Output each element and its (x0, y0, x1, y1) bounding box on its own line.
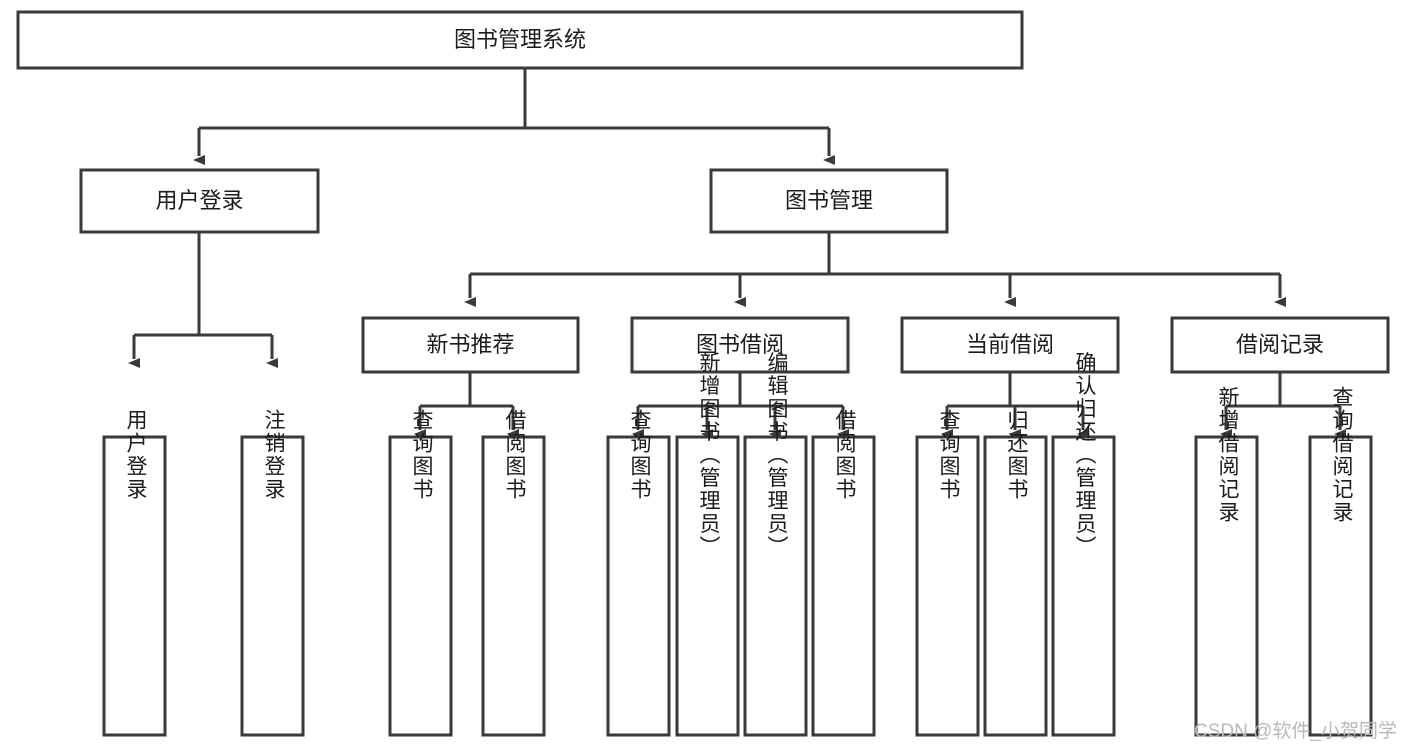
node-box-leaf-edit-book (743, 435, 808, 737)
connector-layer (128, 68, 1346, 439)
node-user-login[interactable]: 用户登录 (79, 168, 320, 234)
node-label-leaf-borrow-book-rec: 借阅图书 (503, 409, 527, 501)
node-box-leaf-query-book-rec (388, 435, 453, 737)
node-new-book-recommend[interactable]: 新书推荐 (361, 316, 580, 374)
node-label-user-login: 用户登录 (155, 188, 243, 213)
node-root[interactable]: 图书管理系统 (16, 10, 1024, 70)
node-box-leaf-borrow-book-rec (481, 435, 546, 737)
node-box-leaf-add-record (1194, 435, 1259, 737)
node-box-leaf-query-book-borrow (606, 435, 671, 737)
watermark: CSDN @软件_小贺同学 (1194, 721, 1397, 742)
node-box-current-borrow (900, 316, 1120, 374)
node-leaf-query-record[interactable]: 查询借阅记录 (1308, 386, 1373, 737)
node-box-leaf-logout (240, 435, 305, 737)
node-label-leaf-confirm-return: 确认归还（管理员） (1073, 352, 1097, 559)
node-label-leaf-logout: 注销登录 (262, 409, 286, 501)
node-label-current-borrow: 当前借阅 (966, 332, 1054, 357)
node-leaf-confirm-return[interactable]: 确认归还（管理员） (1051, 352, 1116, 737)
node-label-leaf-query-record: 查询借阅记录 (1330, 386, 1354, 524)
node-box-root (16, 10, 1024, 70)
node-leaf-return-book[interactable]: 归还图书 (983, 409, 1048, 737)
node-box-leaf-borrow-book (811, 435, 876, 737)
node-book-manage[interactable]: 图书管理 (709, 168, 949, 234)
node-label-leaf-query-book-cur: 查询图书 (937, 409, 961, 501)
node-box-user-login (79, 168, 320, 234)
node-leaf-query-book-rec[interactable]: 查询图书 (388, 409, 453, 737)
node-label-leaf-query-book-borrow: 查询图书 (628, 409, 652, 501)
node-label-book-manage: 图书管理 (785, 188, 873, 213)
node-box-leaf-confirm-return (1051, 435, 1116, 737)
node-label-leaf-edit-book: 编辑图书（管理员） (765, 352, 789, 559)
node-label-root: 图书管理系统 (454, 27, 586, 52)
node-leaf-edit-book[interactable]: 编辑图书（管理员） (743, 352, 808, 737)
node-book-borrow[interactable]: 图书借阅 (630, 316, 850, 374)
node-box-new-book-recommend (361, 316, 580, 374)
node-label-leaf-return-book: 归还图书 (1005, 409, 1029, 501)
node-leaf-add-book[interactable]: 新增图书（管理员） (675, 352, 740, 737)
node-box-leaf-query-record (1308, 435, 1373, 737)
node-leaf-logout[interactable]: 注销登录 (240, 409, 305, 737)
node-borrow-record[interactable]: 借阅记录 (1170, 316, 1390, 374)
node-box-leaf-query-book-cur (915, 435, 980, 737)
node-box-leaf-add-book (675, 435, 740, 737)
node-label-leaf-query-book-rec: 查询图书 (410, 409, 434, 501)
node-label-leaf-user-login: 用户登录 (124, 409, 148, 501)
node-current-borrow[interactable]: 当前借阅 (900, 316, 1120, 374)
node-label-borrow-record: 借阅记录 (1236, 332, 1324, 357)
node-box-book-manage (709, 168, 949, 234)
node-box-leaf-user-login (102, 435, 167, 737)
node-leaf-borrow-book-rec[interactable]: 借阅图书 (481, 409, 546, 737)
node-leaf-borrow-book[interactable]: 借阅图书 (811, 409, 876, 737)
node-label-leaf-add-record: 新增借阅记录 (1216, 386, 1240, 524)
node-leaf-query-book-cur[interactable]: 查询图书 (915, 409, 980, 737)
node-leaf-add-record[interactable]: 新增借阅记录 (1194, 386, 1259, 737)
node-leaf-query-book-borrow[interactable]: 查询图书 (606, 409, 671, 737)
node-label-leaf-add-book: 新增图书（管理员） (697, 352, 721, 559)
node-box-borrow-record (1170, 316, 1390, 374)
node-box-leaf-return-book (983, 435, 1048, 737)
node-label-leaf-borrow-book: 借阅图书 (833, 409, 857, 501)
node-leaf-user-login[interactable]: 用户登录 (102, 409, 167, 737)
node-box-book-borrow (630, 316, 850, 374)
node-label-book-borrow: 图书借阅 (696, 332, 784, 357)
node-layer: 图书管理系统用户登录图书管理新书推荐图书借阅当前借阅借阅记录用户登录注销登录查询… (16, 10, 1390, 737)
node-label-new-book-recommend: 新书推荐 (426, 332, 514, 357)
